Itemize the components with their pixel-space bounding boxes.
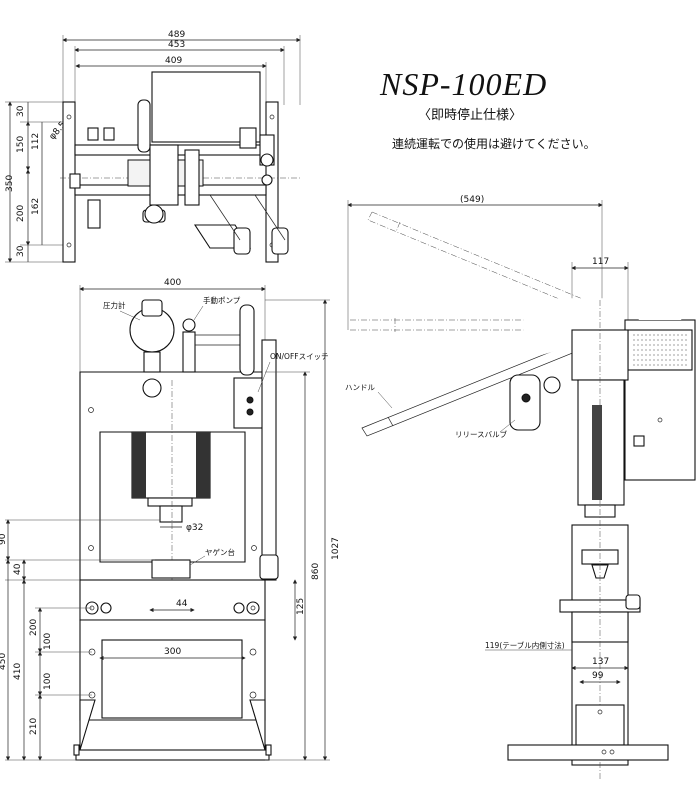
dim-453: 453 <box>168 40 185 50</box>
dim-162: 162 <box>31 198 41 215</box>
dim-409: 409 <box>165 56 182 66</box>
dim-200: 200 <box>16 205 26 222</box>
dim-40: 40 <box>13 563 23 575</box>
dim-350: 350 <box>5 175 15 192</box>
dim-30a: 30 <box>16 105 26 117</box>
cylinder-ribs <box>132 432 210 498</box>
dim-549: (549) <box>460 195 484 205</box>
label-release-valve: リリースバルブ <box>455 429 508 439</box>
dim-100b: 100 <box>43 673 53 690</box>
dim-300: 300 <box>164 647 181 657</box>
dim-119: 119(テーブル内側寸法) <box>485 640 565 650</box>
dim-99: 99 <box>592 671 604 681</box>
dim-117: 117 <box>592 257 609 267</box>
label-pressure-gauge: 圧力計 <box>103 300 126 310</box>
dim-phi32: φ32 <box>186 523 203 533</box>
dim-489: 489 <box>168 30 185 40</box>
dim-1027: 1027 <box>331 537 341 560</box>
top-view: 489 453 409 350 30 150 112 φ8.5 200 162 … <box>5 30 301 263</box>
dim-90: 90 <box>0 533 8 545</box>
front-view: 400 φ32 ヤゲン台 44 3 <box>0 278 341 761</box>
dim-44: 44 <box>176 599 188 609</box>
dim-210: 210 <box>29 718 39 735</box>
side-view: (549) 117 ハンドル <box>345 195 696 780</box>
usage-note: 連続運転での使用は避けてください。 <box>392 137 596 151</box>
dim-112: 112 <box>31 133 41 150</box>
label-hand-pump: 手動ポンプ <box>203 295 241 305</box>
dim-400: 400 <box>164 278 181 288</box>
model-title: NSP-100ED <box>380 66 548 102</box>
dim-450: 450 <box>0 653 8 670</box>
dim-30b: 30 <box>16 245 26 257</box>
label-handle: ハンドル <box>345 383 375 392</box>
dim-125: 125 <box>296 598 306 615</box>
label-anvil: ヤゲン台 <box>205 547 235 557</box>
dim-137: 137 <box>592 657 609 667</box>
dim-410: 410 <box>13 663 23 680</box>
label-switch: ON/OFFスイッチ <box>270 352 329 361</box>
dim-200: 200 <box>29 619 39 636</box>
dim-860: 860 <box>311 563 321 580</box>
dim-150: 150 <box>16 136 26 153</box>
dim-100a: 100 <box>43 633 53 650</box>
spec-subtitle: 〈即時停止仕様〉 <box>418 108 523 123</box>
